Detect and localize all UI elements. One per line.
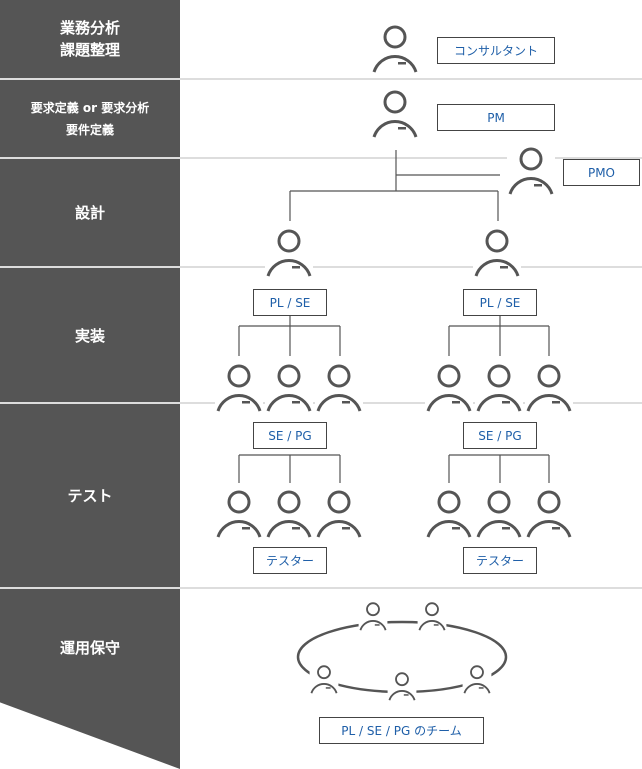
role-label-se-pg: SE / PG bbox=[463, 422, 537, 449]
person-icon bbox=[357, 599, 389, 632]
role-label-tester: テスター bbox=[253, 547, 327, 574]
person-icon bbox=[369, 21, 421, 75]
role-label-pmo: PMO bbox=[563, 159, 640, 186]
person-icon bbox=[471, 225, 523, 279]
person-icon bbox=[505, 143, 557, 197]
phase-design: 設計 bbox=[0, 159, 180, 266]
person-icon bbox=[473, 360, 525, 414]
person-icon bbox=[308, 662, 340, 695]
phase-label: 運用保守 bbox=[59, 639, 120, 657]
separator bbox=[0, 266, 642, 268]
separator bbox=[0, 78, 642, 80]
person-icon bbox=[213, 486, 265, 540]
phase-label: 課題整理 bbox=[59, 41, 120, 59]
person-icon bbox=[523, 486, 575, 540]
phase-label: 業務分析 bbox=[59, 19, 120, 37]
person-icon bbox=[263, 486, 315, 540]
role-label-tester: テスター bbox=[463, 547, 537, 574]
phase-label: 設計 bbox=[74, 204, 105, 222]
person-icon bbox=[313, 360, 365, 414]
role-label-se-pg: SE / PG bbox=[253, 422, 327, 449]
phase-business-analysis: 業務分析 課題整理 bbox=[0, 0, 180, 78]
person-icon bbox=[386, 669, 418, 702]
role-label-consultant: コンサルタント bbox=[437, 37, 555, 64]
person-icon bbox=[461, 662, 493, 695]
phase-label: テスト bbox=[67, 487, 113, 505]
person-icon bbox=[313, 486, 365, 540]
phase-label: 要求定義 or 要求分析 bbox=[30, 100, 150, 115]
person-icon bbox=[473, 486, 525, 540]
person-icon bbox=[423, 360, 475, 414]
separator bbox=[0, 157, 642, 159]
connector-lines bbox=[238, 150, 550, 483]
separator bbox=[0, 587, 642, 589]
person-icon bbox=[523, 360, 575, 414]
role-label-pl-se: PL / SE bbox=[463, 289, 537, 316]
person-icon bbox=[416, 599, 448, 632]
person-icon bbox=[423, 486, 475, 540]
phase-implementation: 実装 bbox=[0, 268, 180, 402]
phase-requirements: 要求定義 or 要求分析 要件定義 bbox=[0, 80, 180, 157]
phase-label: 実装 bbox=[74, 326, 105, 345]
phase-sidebar: 業務分析 課題整理 要求定義 or 要求分析 要件定義 設計 実装 テスト 運用… bbox=[0, 0, 180, 769]
role-label-pl-se: PL / SE bbox=[253, 289, 327, 316]
role-label-pm: PM bbox=[437, 104, 555, 131]
role-label-team: PL / SE / PG のチーム bbox=[319, 717, 484, 744]
phase-label: 要件定義 bbox=[65, 122, 114, 137]
person-icon bbox=[263, 225, 315, 279]
person-icon bbox=[213, 360, 265, 414]
person-icon bbox=[263, 360, 315, 414]
person-icon bbox=[369, 86, 421, 140]
phase-test: テスト bbox=[0, 404, 180, 587]
